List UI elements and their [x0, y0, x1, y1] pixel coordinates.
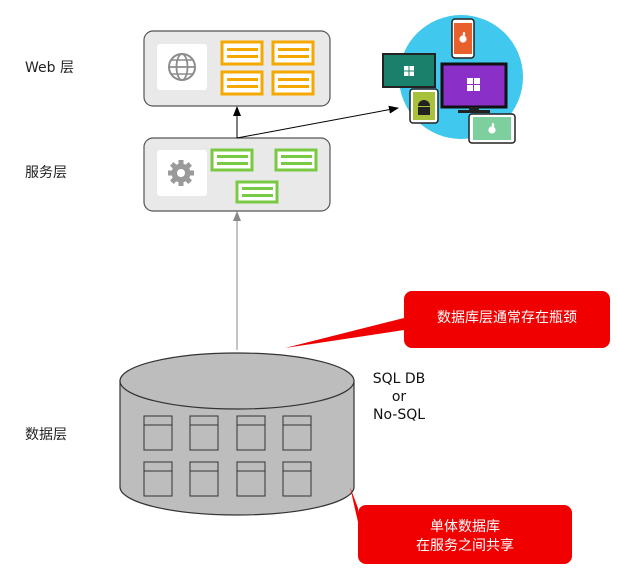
- table-cell: [236, 461, 266, 497]
- service-layer-label: 服务层: [25, 165, 67, 181]
- shared-db-text-line1: 单体数据库: [430, 519, 500, 535]
- shared-db-text-line2: 在服务之间共享: [416, 537, 514, 554]
- table-cell: [189, 461, 219, 497]
- web-layer-box: [143, 30, 331, 107]
- monitor-windows-icon: [382, 53, 436, 88]
- service-component: [235, 180, 279, 204]
- database-type-line3: No-SQL: [372, 407, 426, 423]
- service-to-devices-arrow: [236, 105, 399, 139]
- service-component: [210, 148, 254, 172]
- web-layer-label: Web 层: [25, 60, 74, 76]
- service-component: [274, 148, 318, 172]
- table-cell: [189, 415, 219, 451]
- table-cell: [143, 415, 173, 451]
- web-component: [271, 40, 315, 66]
- table-cell: [282, 461, 312, 497]
- table-cell: [236, 415, 266, 451]
- table-grid: [143, 415, 312, 497]
- phone-apple-icon: [451, 18, 475, 59]
- database-cylinder: [119, 352, 355, 516]
- phone-android-icon: [409, 88, 439, 124]
- web-component: [220, 70, 264, 96]
- database-type-line1: SQL DB: [372, 371, 426, 387]
- shared-db-callout: 单体数据库 在服务之间共享: [350, 487, 572, 564]
- data-layer-label: 数据层: [25, 427, 67, 443]
- globe-icon: [157, 44, 207, 90]
- bottleneck-callout: 数据库层通常存在瓶颈: [285, 291, 610, 348]
- web-component: [220, 40, 264, 66]
- gear-icon: [157, 150, 207, 196]
- service-layer-box: [143, 137, 331, 212]
- database-type-line2: or: [391, 389, 407, 405]
- database-type-text: SQL DB or No-SQL: [354, 370, 444, 424]
- bottleneck-text: 数据库层通常存在瓶颈: [437, 310, 577, 326]
- tablet-apple-icon: [468, 113, 516, 144]
- table-cell: [282, 415, 312, 451]
- web-component: [271, 70, 315, 96]
- devices-cluster: [382, 15, 523, 144]
- table-cell: [143, 461, 173, 497]
- desktop-windows-icon: [440, 62, 508, 113]
